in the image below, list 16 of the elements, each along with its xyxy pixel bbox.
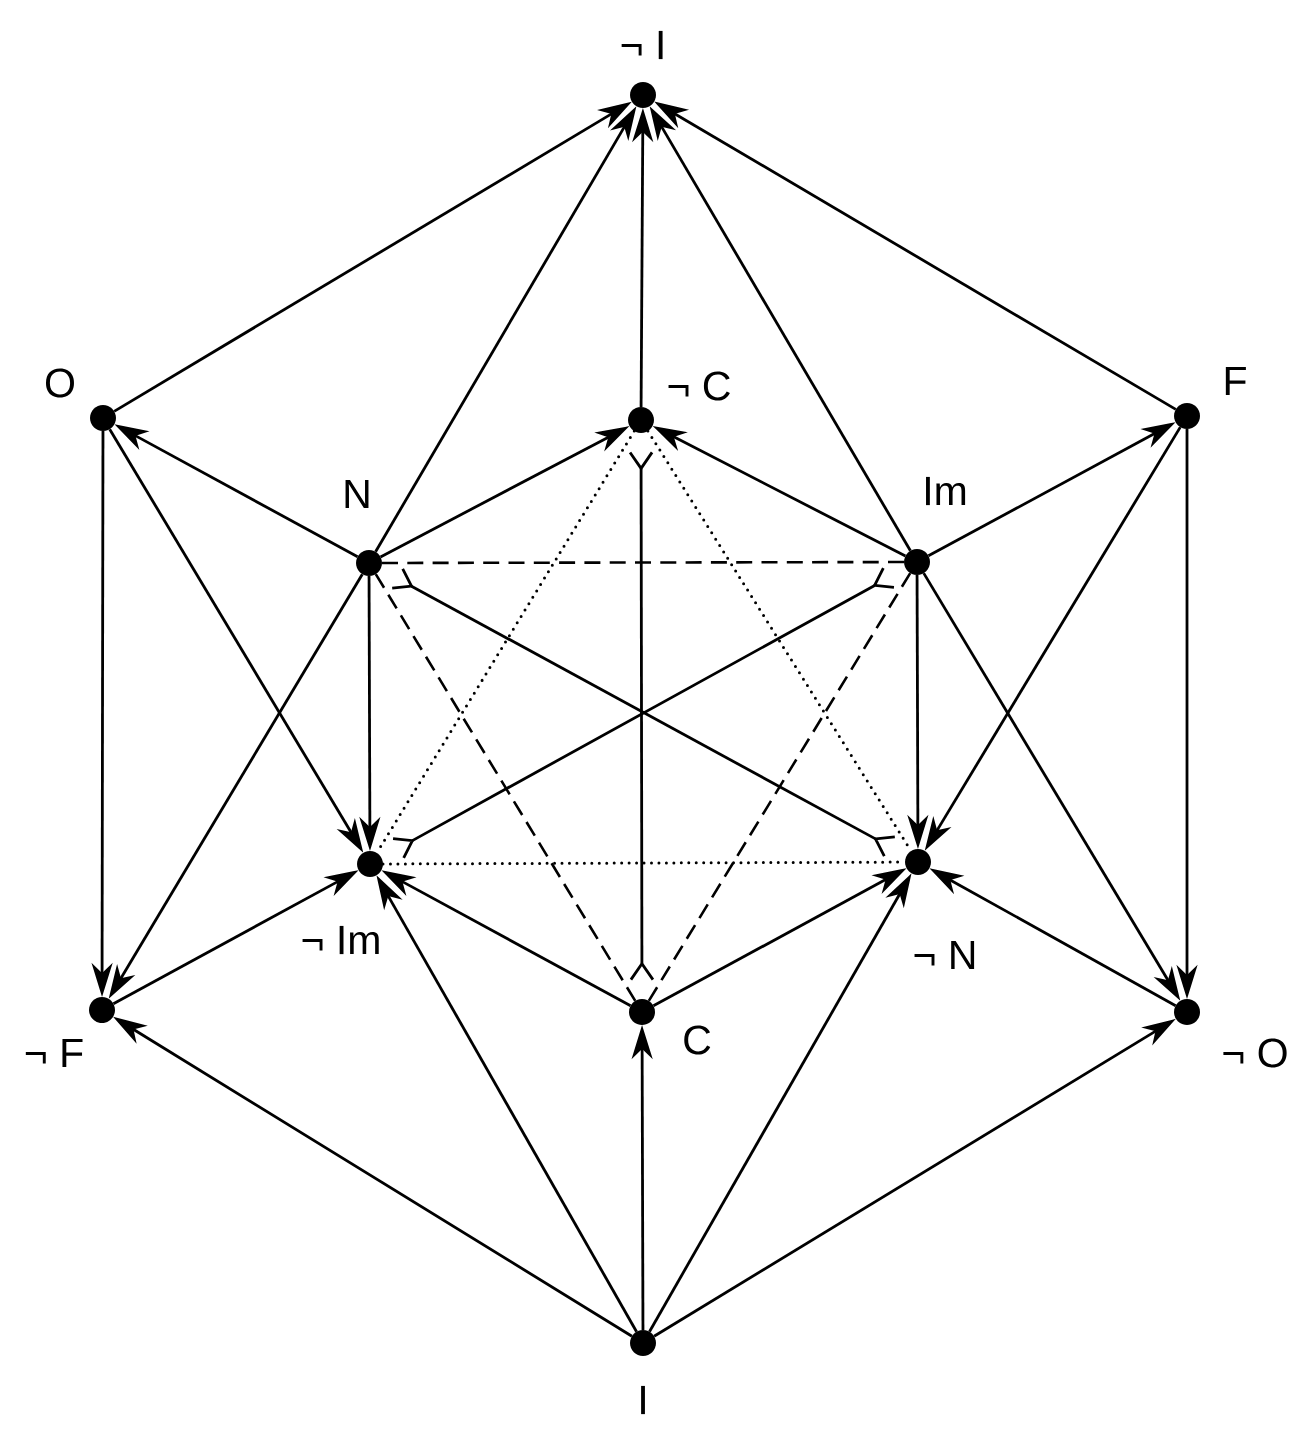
dashed-line [374, 573, 637, 1002]
vertex-label: I [641, 1385, 645, 1415]
vertex-label: ¬ Im [302, 925, 379, 955]
forked-line [628, 451, 655, 981]
dashed-line [382, 560, 904, 565]
vertex-label: ¬ I [621, 30, 663, 60]
dashed-line [647, 572, 912, 1002]
vertex-label: F [1225, 366, 1246, 396]
vertex-label: C [684, 1025, 711, 1055]
vertex-label: ¬ C [668, 371, 730, 401]
vertex-label: N [345, 479, 369, 509]
vertex-label: ¬ N [914, 940, 975, 970]
vertex-label: O [46, 368, 74, 398]
vertex-label: ¬ F [25, 1038, 83, 1068]
vertex-label: ¬ O [1223, 1038, 1287, 1068]
vertex-label: Im [926, 476, 966, 506]
